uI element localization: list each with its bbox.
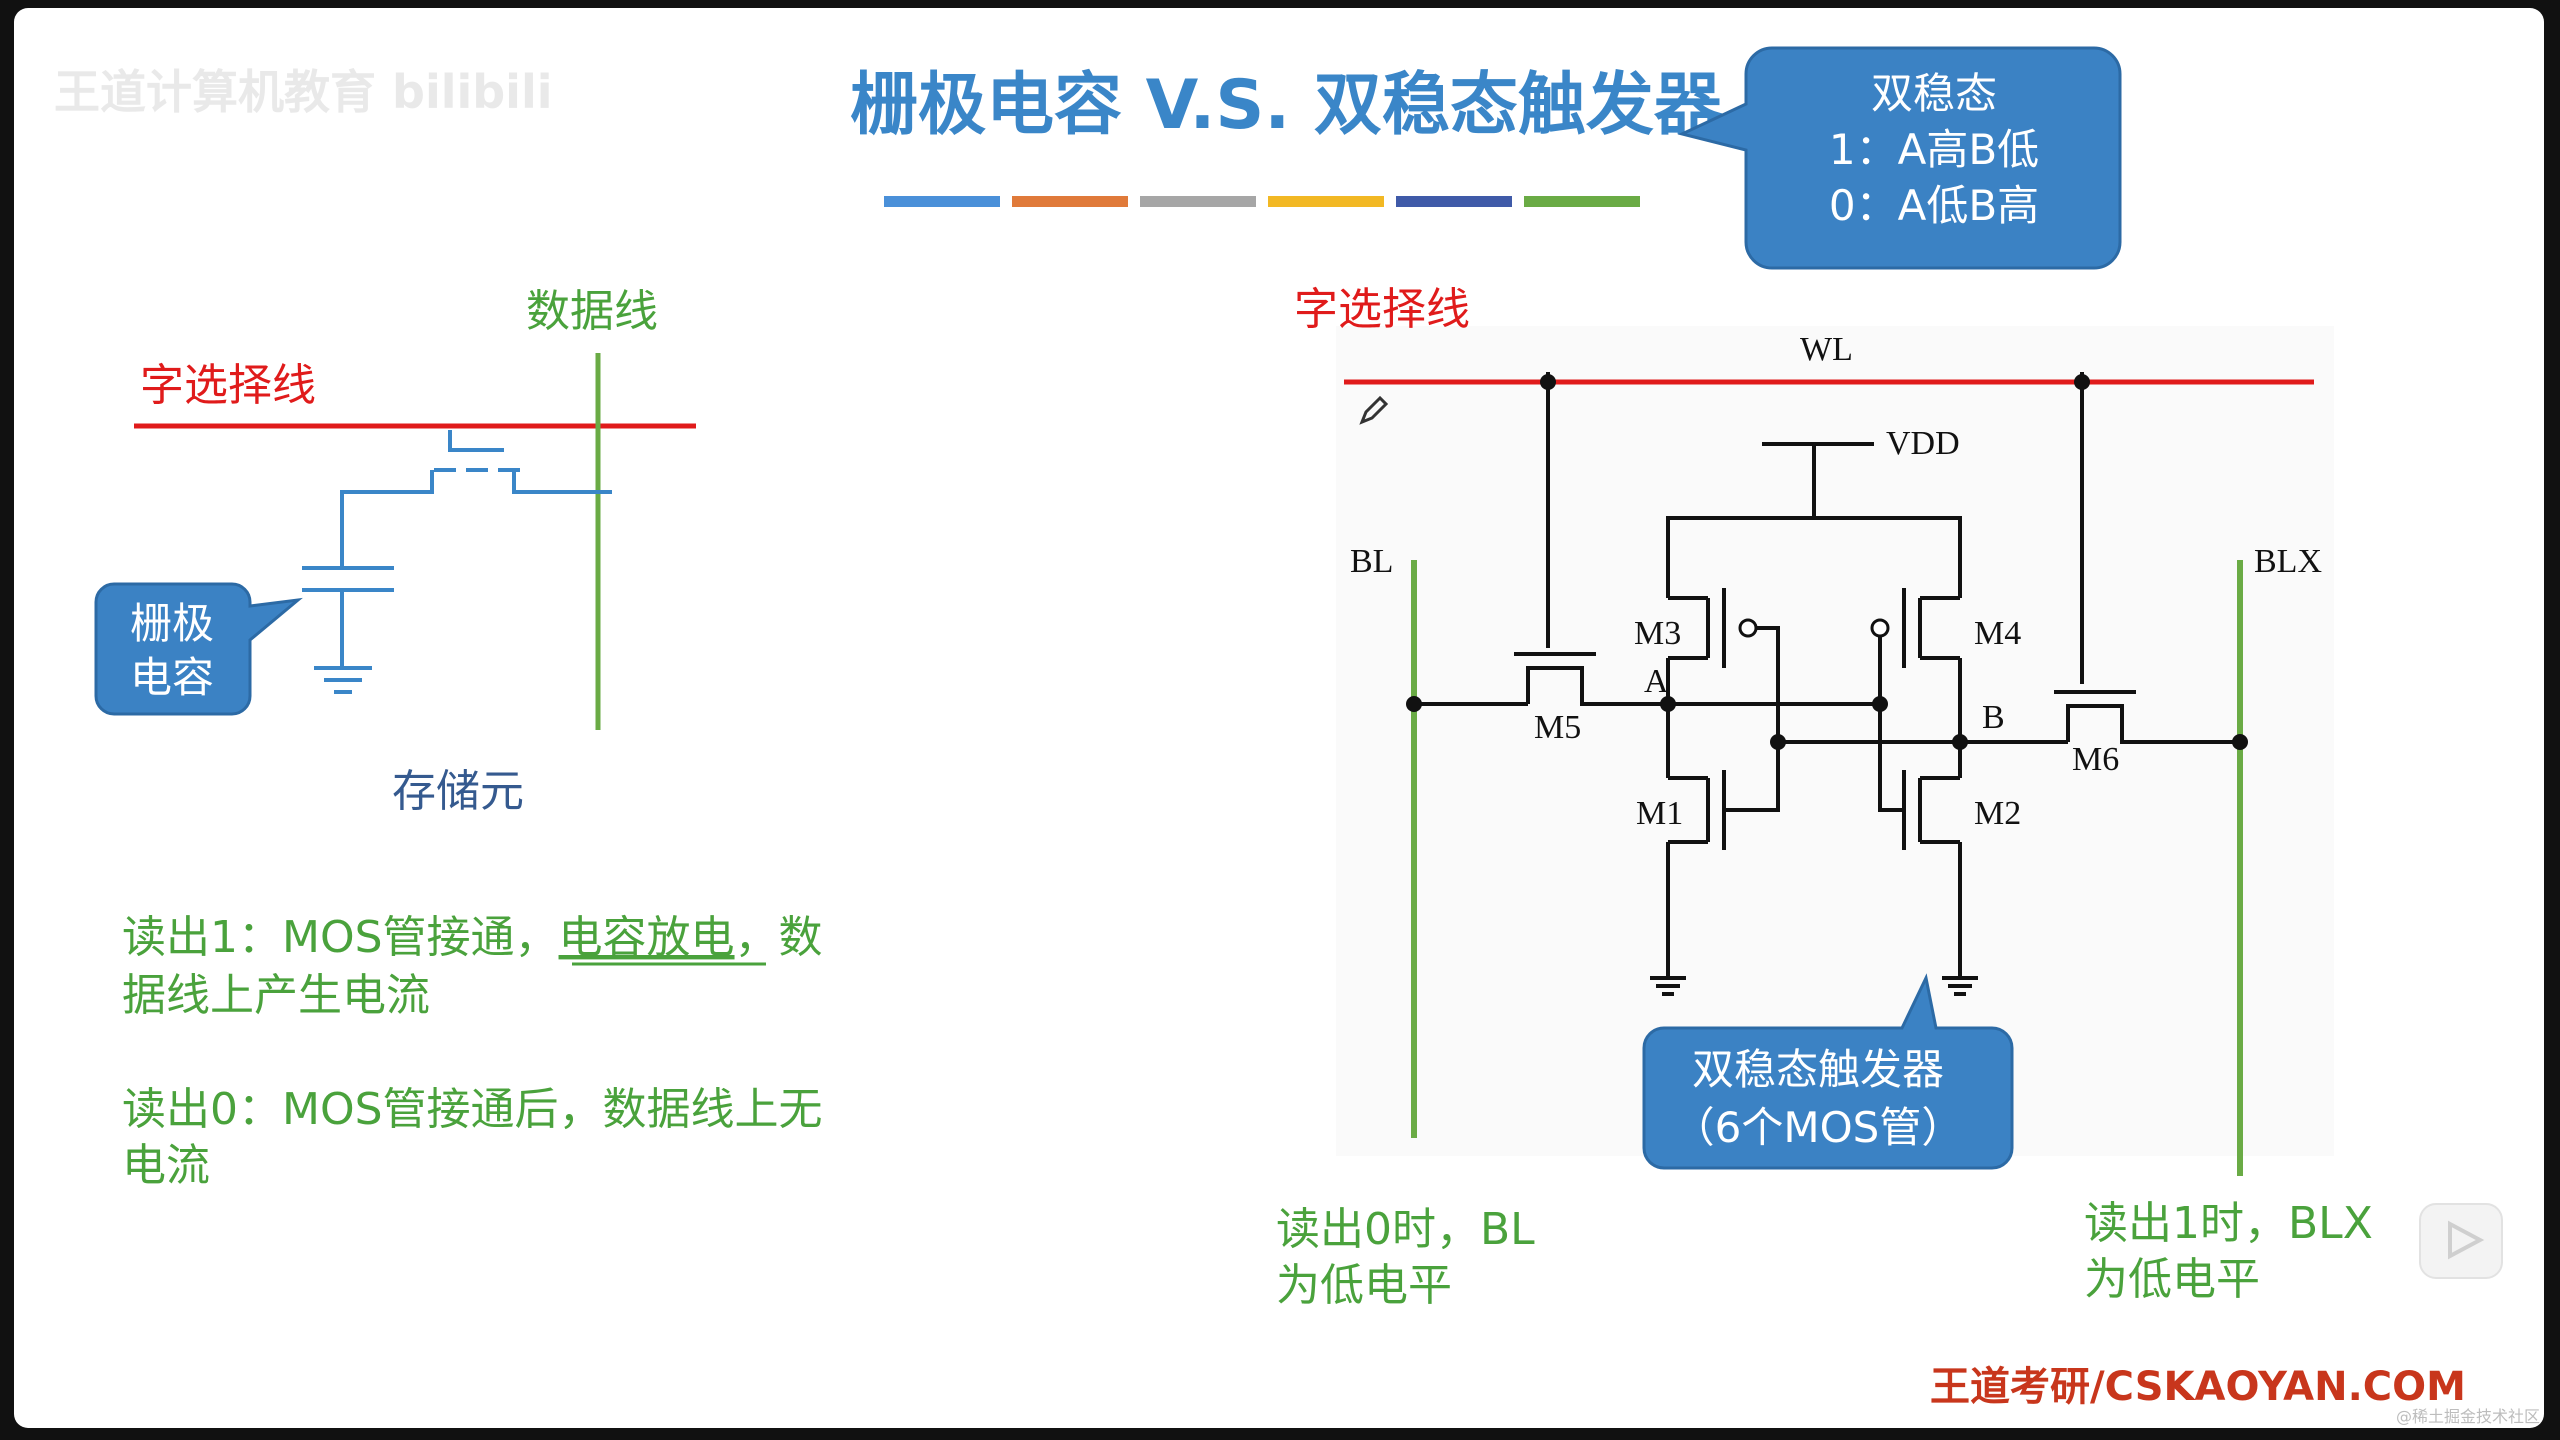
corner-watermark: @稀土掘金技术社区: [2396, 1407, 2540, 1426]
read1-text-part1: 读出1：MOS管接通，: [122, 912, 559, 963]
read1-blx-line1: 读出1时，BLX: [2084, 1198, 2373, 1249]
m4-label: M4: [1974, 615, 2021, 652]
wl-label: WL: [1800, 331, 1853, 368]
gate-capacitor-callout-line2: 电容: [130, 653, 214, 702]
read1-text-line2: 据线上产生电流: [122, 970, 430, 1021]
title-bar-2: [1012, 196, 1128, 207]
slide: 王道计算机教育 bilibili 栅极电容 V.S. 双稳态触发器 双稳态 1：…: [14, 8, 2544, 1428]
bistable-callout-line3: 0：A低B高: [1829, 181, 2039, 230]
play-icon[interactable]: [2419, 1203, 2503, 1279]
title-bar-1: [884, 196, 1000, 207]
read1-text-line1: 读出1：MOS管接通，电容放电，数: [122, 912, 823, 963]
vdd-label: VDD: [1886, 425, 1960, 462]
left-explanations: 读出1：MOS管接通，电容放电，数 据线上产生电流 读出0：MOS管接通后，数据…: [122, 912, 823, 1191]
m5-label: M5: [1534, 709, 1581, 746]
bistable-callout: 双稳态 1：A高B低 0：A低B高: [1677, 46, 2122, 270]
right-word-line-label: 字选择线: [1294, 284, 1470, 335]
m6-label: M6: [2072, 741, 2119, 778]
junction-dots: [1406, 374, 2248, 750]
left-word-line-label: 字选择线: [140, 360, 316, 411]
node-b-label: B: [1982, 699, 2005, 736]
right-explanations: 读出0时，BL 为低电平 读出1时，BLX 为低电平: [1276, 1198, 2373, 1311]
page-title: 栅极电容 V.S. 双稳态触发器: [850, 66, 1723, 145]
sram-circuit-diagram: 字选择线: [1294, 284, 2334, 1176]
bistable-callout-line1: 双稳态: [1871, 69, 1997, 118]
storage-cell-label: 存储元: [392, 766, 524, 817]
node-a-label: A: [1644, 663, 1669, 700]
gate-capacitor-callout: [94, 582, 303, 716]
footer-brand: 王道考研/CSKAOYAN.COM: [1930, 1364, 2466, 1410]
title-color-bars: [884, 196, 1640, 207]
m3-label: M3: [1634, 615, 1681, 652]
flipflop-callout: [1642, 973, 2014, 1170]
watermark: 王道计算机教育 bilibili: [54, 65, 552, 119]
gate-capacitor-callout-line1: 栅极: [130, 599, 214, 648]
title-bar-6: [1524, 196, 1640, 207]
flipflop-callout-line2: （6个MOS管）: [1673, 1103, 1964, 1152]
pencil-icon: [1359, 395, 1389, 425]
flipflop-callout-line1: 双稳态触发器: [1692, 1045, 1944, 1094]
title-bar-4: [1268, 196, 1384, 207]
slide-canvas: 王道计算机教育 bilibili 栅极电容 V.S. 双稳态触发器 双稳态 1：…: [54, 46, 2540, 1426]
read1-blx-line2: 为低电平: [2084, 1254, 2260, 1305]
blx-label: BLX: [2254, 543, 2322, 580]
data-line-label: 数据线: [526, 286, 658, 337]
circuit-wires: [1414, 372, 2240, 996]
read1-text-part2: ，数: [735, 912, 823, 963]
title-bar-3: [1140, 196, 1256, 207]
m3-bubble: [1738, 618, 1758, 638]
read0-bl-line2: 为低电平: [1276, 1260, 1452, 1311]
m2-label: M2: [1974, 795, 2021, 832]
read1-text-underlined: 电容放电: [559, 912, 735, 963]
m1-label: M1: [1636, 795, 1683, 832]
read0-bl-line1: 读出0时，BL: [1276, 1204, 1535, 1255]
m4-bubble: [1870, 618, 1890, 638]
bl-label: BL: [1350, 543, 1393, 580]
gate-capacitor-diagram: 数据线 字选择线 栅极 电容 存储元: [94, 286, 696, 817]
title-bar-5: [1396, 196, 1512, 207]
bistable-callout-line2: 1：A高B低: [1829, 125, 2039, 174]
read0-text-line2: 电流: [122, 1140, 210, 1191]
read0-text-line1: 读出0：MOS管接通后，数据线上无: [122, 1084, 823, 1135]
mos-transistor: [302, 430, 612, 694]
